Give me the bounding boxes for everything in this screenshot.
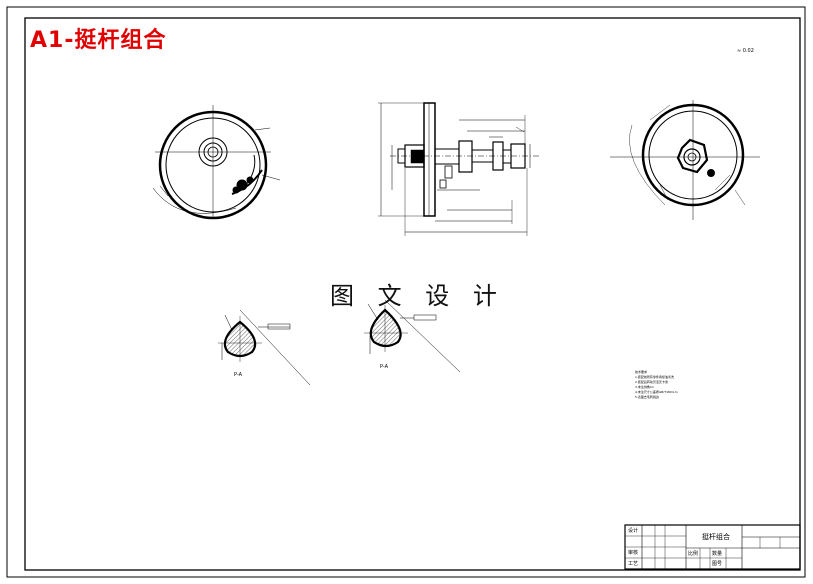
title-block-col-label: 数量 [712,551,723,557]
note-line: 3.未注倒角C1 [635,385,654,389]
corner-mark: ≈ 0.02 [737,48,754,54]
section-label-right: P-A [380,364,389,370]
note-line: 2.装配后转动灵活无卡滞 [635,380,668,384]
left-wheel-view [152,105,281,220]
note-line: 技术要求 [635,370,648,374]
title-block-row-label: 工艺 [628,561,639,567]
inner-border [24,17,801,571]
center-shaft-view [378,102,540,236]
title-block [624,524,801,570]
note-line: 4.未注尺寸公差按GB/T1804-m [635,390,678,394]
title-block-col-label: 比例 [688,551,699,557]
outer-border [6,6,806,578]
title-block-row-label: 审核 [628,550,639,556]
title-block-row-label: 设计 [628,528,639,534]
title-block-part-name: 挺杆组合 [702,533,730,541]
section-label-left: P-A [234,372,243,378]
watermark-text: 图 文 设 计 [330,282,505,310]
note-line: 5.表面去毛刺锐边 [635,395,659,399]
note-line: 1.装配前所有零件用煤油清洗 [635,375,674,379]
section-view-left [218,309,311,386]
drawing-title: A1-挺杆组合 [30,28,167,53]
technical-notes: 技术要求 1.装配前所有零件用煤油清洗 2.装配后转动灵活无卡滞 3.未注倒角C… [635,370,715,400]
title-block-col-label: 图号 [712,561,723,567]
right-wheel-view [610,100,760,220]
section-view-right [364,299,461,373]
